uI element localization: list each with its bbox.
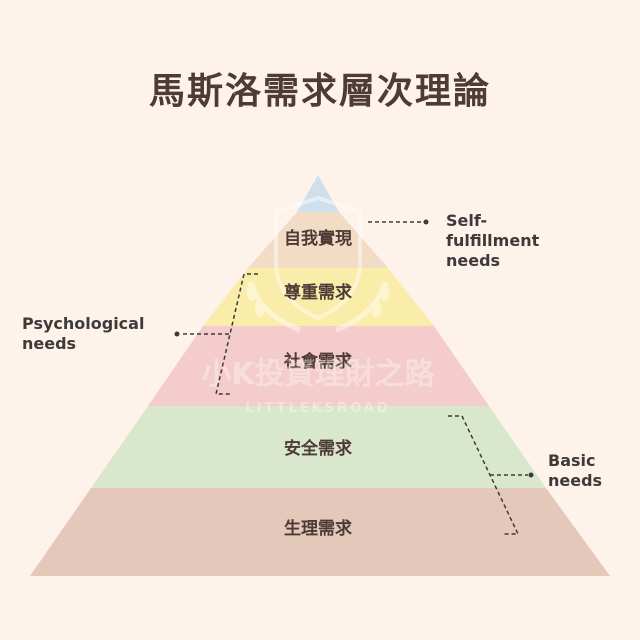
level-label-physiological: 生理需求	[284, 518, 352, 539]
label-psychological-2: needs	[22, 334, 76, 353]
label-basic-1: Basic	[548, 451, 595, 470]
pyramid-levels	[30, 175, 610, 576]
bracket-basic-dot	[528, 472, 534, 478]
level-label-safety: 安全需求	[284, 438, 352, 459]
label-self-fulfillment-1: Self-	[446, 211, 487, 230]
label-self-fulfillment-3: needs	[446, 251, 500, 270]
bracket-basic	[448, 415, 528, 535]
watermark-emblem	[247, 195, 389, 333]
level-label-self-actualization: 自我實現	[284, 228, 352, 249]
level-physiological	[30, 488, 610, 576]
watermark-subtext: LITTLEKSROAD	[245, 401, 390, 416]
level-self-actualization	[248, 212, 388, 268]
level-esteem	[203, 268, 434, 326]
callout-self-fulfillment	[368, 219, 429, 225]
label-psychological-1: Psychological	[22, 314, 144, 333]
bracket-psychological	[180, 273, 258, 395]
label-self-fulfillment-2: fulfillment	[446, 231, 540, 250]
level-safety	[91, 406, 546, 488]
level-label-social: 社會需求	[283, 351, 352, 372]
label-basic-2: needs	[548, 471, 602, 490]
level-label-esteem: 尊重需求	[284, 282, 352, 303]
bracket-psychological-dot	[174, 331, 180, 337]
watermark-text: 小K投資理財之路	[201, 357, 435, 392]
level-social	[148, 326, 489, 406]
level-self-actualization-top	[297, 175, 339, 212]
page-title: 馬斯洛需求層次理論	[148, 71, 491, 112]
